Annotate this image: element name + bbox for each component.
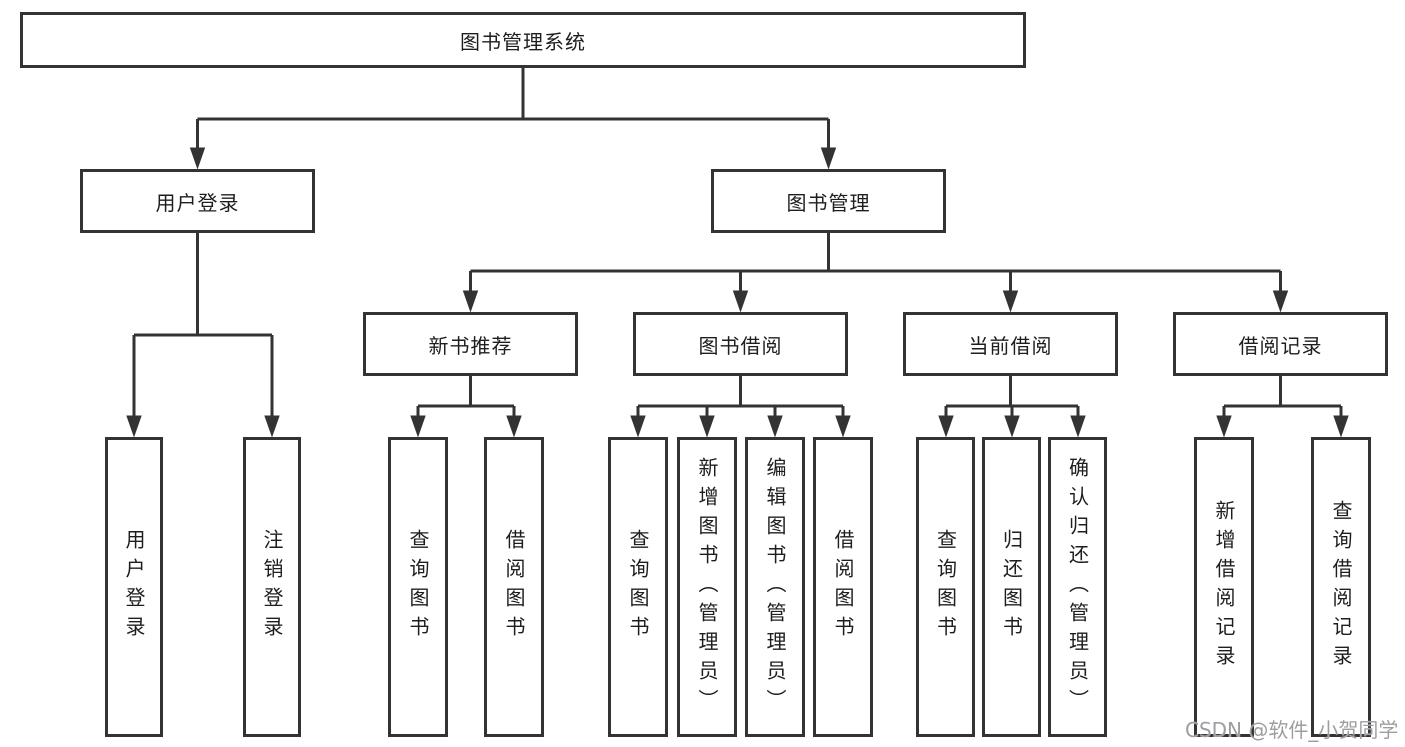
leaf-logout-label: 注销登录 — [260, 529, 284, 645]
node-user-login-label: 用户登录 — [155, 190, 240, 215]
node-new-book-recommendation-label: 新书推荐 — [428, 333, 513, 358]
node-root-system: 图书管理系统 — [20, 12, 1026, 68]
leaf-return-books-label: 归还图书 — [999, 529, 1024, 645]
leaf-query-books-2: 查询图书 — [608, 437, 668, 737]
leaf-return-books: 归还图书 — [982, 437, 1041, 737]
node-book-borrowing: 图书借阅 — [633, 312, 848, 376]
csdn-watermark: CSDN @软件_小贺同学 — [1185, 718, 1399, 742]
node-borrowing-records-label: 借阅记录 — [1238, 333, 1323, 358]
leaf-query-borrow-record: 查询借阅记录 — [1311, 437, 1371, 737]
leaf-query-books-3-label: 查询图书 — [933, 529, 958, 645]
arrowheads — [126, 147, 1349, 438]
leaf-borrow-books-1-label: 借阅图书 — [502, 529, 526, 645]
leaf-borrow-books-2-label: 借阅图书 — [831, 529, 855, 645]
node-user-login: 用户登录 — [80, 169, 315, 233]
leaf-borrow-books-1: 借阅图书 — [484, 437, 544, 737]
leaf-add-borrow-record: 新增借阅记录 — [1194, 437, 1254, 737]
leaf-edit-books-admin-label: 编辑图书（管理员） — [763, 456, 787, 718]
leaf-edit-books-admin: 编辑图书（管理员） — [745, 437, 805, 737]
leaf-query-books-1-label: 查询图书 — [406, 529, 430, 645]
leaf-borrow-books-2: 借阅图书 — [813, 437, 873, 737]
leaf-confirm-return-admin-label: 确认归还（管理员） — [1065, 456, 1090, 718]
leaf-query-books-1: 查询图书 — [388, 437, 448, 737]
leaf-confirm-return-admin: 确认归还（管理员） — [1048, 437, 1107, 737]
leaf-logout: 注销登录 — [243, 437, 301, 737]
node-current-borrowing-label: 当前借阅 — [968, 333, 1053, 358]
leaf-add-borrow-record-label: 新增借阅记录 — [1212, 500, 1236, 674]
node-borrowing-records: 借阅记录 — [1173, 312, 1388, 376]
leaf-user-login: 用户登录 — [105, 437, 163, 737]
leaf-query-borrow-record-label: 查询借阅记录 — [1329, 500, 1353, 674]
node-current-borrowing: 当前借阅 — [903, 312, 1118, 376]
leaf-add-books-admin: 新增图书（管理员） — [677, 437, 737, 737]
leaf-query-books-2-label: 查询图书 — [626, 529, 650, 645]
leaf-user-login-label: 用户登录 — [122, 529, 146, 645]
node-book-management-label: 图书管理 — [786, 190, 871, 215]
node-book-management: 图书管理 — [711, 169, 946, 233]
node-book-borrowing-label: 图书借阅 — [698, 333, 783, 358]
node-new-book-recommendation: 新书推荐 — [363, 312, 578, 376]
leaf-query-books-3: 查询图书 — [916, 437, 975, 737]
leaf-add-books-admin-label: 新增图书（管理员） — [695, 456, 719, 718]
node-root-label: 图书管理系统 — [460, 29, 586, 54]
